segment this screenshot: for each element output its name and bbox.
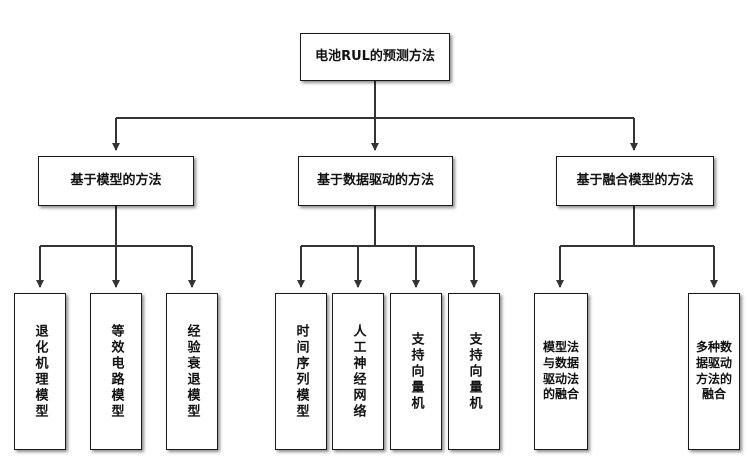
- leaf-label: 退化机理模型: [32, 323, 48, 420]
- root-node: 电池RUL的预测方法: [300, 33, 450, 81]
- leaf-model-data-fusion: 模型法与数据驱动法的融合: [534, 293, 588, 450]
- leaf-neural-network: 人工神经网络: [332, 293, 384, 450]
- leaf-label: 支持向量机: [408, 331, 424, 412]
- root-label: 电池RUL的预测方法: [315, 49, 435, 65]
- leaf-svm-2: 支持向量机: [448, 293, 500, 450]
- category-label: 基于模型的方法: [70, 173, 162, 189]
- leaf-multi-data-fusion: 多种数据驱动方法的融合: [688, 293, 740, 450]
- category-fusion: 基于融合模型的方法: [556, 156, 714, 206]
- leaf-label: 经验衰退模型: [184, 323, 200, 420]
- category-data-driven: 基于数据驱动的方法: [298, 156, 453, 206]
- leaf-label: 等效电路模型: [108, 323, 124, 420]
- leaf-time-series: 时间序列模型: [275, 293, 327, 450]
- leaf-label: 模型法与数据驱动法的融合: [542, 340, 579, 402]
- category-label: 基于融合模型的方法: [576, 173, 694, 189]
- leaf-degradation-mechanism: 退化机理模型: [14, 293, 66, 450]
- leaf-svm-1: 支持向量机: [390, 293, 442, 450]
- leaf-label: 多种数据驱动方法的融合: [695, 340, 732, 402]
- leaf-equivalent-circuit: 等效电路模型: [90, 293, 142, 450]
- category-label: 基于数据驱动的方法: [316, 173, 434, 189]
- category-model-based: 基于模型的方法: [38, 156, 194, 206]
- leaf-label: 人工神经网络: [350, 323, 366, 420]
- leaf-label: 时间序列模型: [293, 323, 309, 420]
- leaf-empirical-decay: 经验衰退模型: [166, 293, 218, 450]
- leaf-label: 支持向量机: [466, 331, 482, 412]
